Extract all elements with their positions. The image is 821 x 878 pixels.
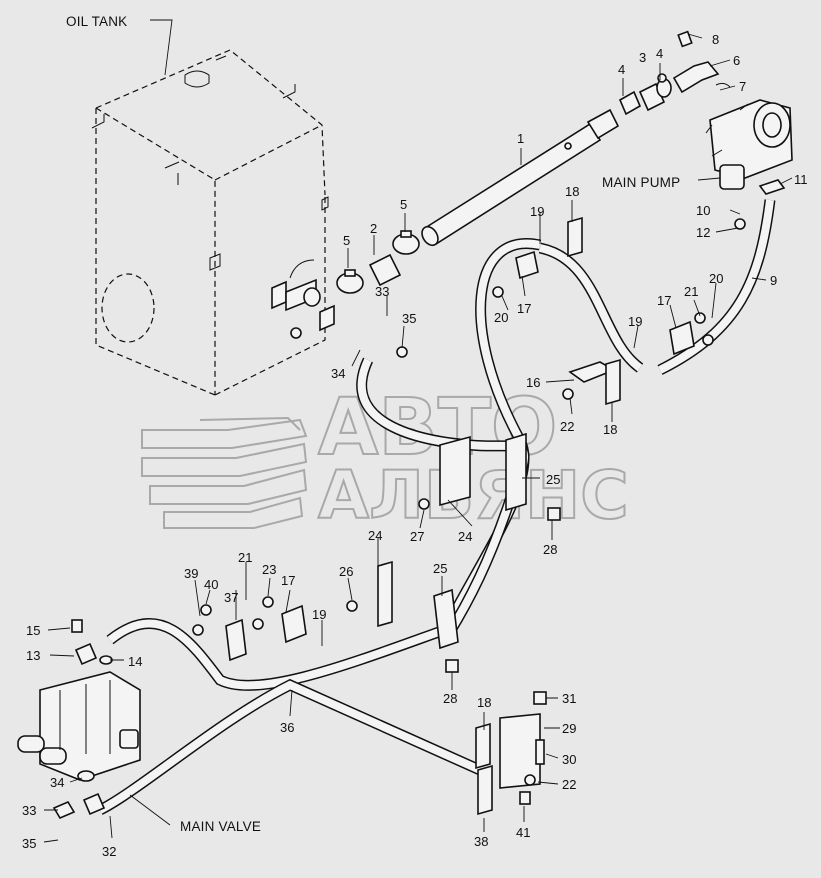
callout-12: 12: [696, 225, 710, 240]
callouts: 1 2 3 4 4 5 5 6 7 8 9 10 11 12 13 14 15 …: [22, 32, 808, 859]
callout-21-lower: 21: [238, 550, 252, 565]
caption-main-valve: MAIN VALVE: [180, 819, 261, 834]
callout-22-bottom: 22: [562, 777, 576, 792]
callout-6: 6: [733, 53, 740, 68]
callout-24-upper: 24: [368, 528, 382, 543]
callout-34-top: 34: [331, 366, 345, 381]
callout-35-bottom: 35: [22, 836, 36, 851]
bracket-18-top: [567, 216, 583, 258]
valve-hose-upper: [106, 617, 452, 691]
main-pump: [705, 99, 793, 195]
callout-9: 9: [770, 273, 777, 288]
clamp-17-top: [515, 250, 539, 280]
tank-suction-port: [271, 259, 335, 339]
callout-37: 37: [224, 590, 238, 605]
callout-19-lower: 19: [312, 607, 326, 622]
callout-17-right: 17: [657, 293, 671, 308]
callout-39: 39: [184, 566, 198, 581]
bracket-25-upper: [505, 432, 527, 512]
callout-28-upper: 28: [543, 542, 557, 557]
watermark-logo: [141, 416, 308, 529]
callout-33-top: 33: [375, 284, 389, 299]
callout-2: 2: [370, 221, 377, 236]
clamp-25-lower: [433, 588, 459, 650]
bracket-18-bottom: [475, 722, 491, 770]
callout-17-lower: 17: [281, 573, 295, 588]
callout-19-top: 19: [530, 204, 544, 219]
callout-40: 40: [204, 577, 218, 592]
callout-22-mid: 22: [560, 419, 574, 434]
callout-35-top: 35: [402, 311, 416, 326]
callout-32: 32: [102, 844, 116, 859]
callout-41: 41: [516, 825, 530, 840]
delivery-hose-mid: [538, 242, 644, 373]
callout-17-top: 17: [517, 301, 531, 316]
bolts-and-nuts: [192, 218, 746, 805]
hose-clamps-5: [336, 230, 420, 294]
callout-7: 7: [739, 79, 746, 94]
callout-1: 1: [517, 131, 524, 146]
caption-main-pump: MAIN PUMP: [602, 175, 680, 190]
main-valve: [17, 619, 141, 820]
callout-5-left: 5: [343, 233, 350, 248]
callout-4-left: 4: [618, 62, 625, 77]
callout-33-bottom: 33: [22, 803, 36, 818]
callout-25-upper: 25: [546, 472, 560, 487]
callout-14: 14: [128, 654, 142, 669]
watermark: АВТО АЛЬЯНС: [141, 382, 630, 535]
callout-27: 27: [410, 529, 424, 544]
callout-34-bottom: 34: [50, 775, 64, 790]
callout-20-top: 20: [494, 310, 508, 325]
callout-18-bottom: 18: [477, 695, 491, 710]
callout-36: 36: [280, 720, 294, 735]
callout-20-right: 20: [709, 271, 723, 286]
bracket-18-mid: [605, 358, 621, 406]
callout-24-lower: 24: [458, 529, 472, 544]
clamp-17-lower: [281, 604, 307, 644]
callout-10: 10: [696, 203, 710, 218]
callout-3: 3: [639, 50, 646, 65]
hose-2: [368, 253, 402, 287]
clamp-37: [225, 618, 247, 662]
callout-8: 8: [712, 32, 719, 47]
callout-38: 38: [474, 834, 488, 849]
callout-15: 15: [26, 623, 40, 638]
bracket-38: [477, 764, 493, 816]
bracket-29: [499, 713, 541, 789]
callout-4-right: 4: [656, 46, 663, 61]
caption-oil-tank: OIL TANK: [66, 14, 127, 29]
callout-5-right: 5: [400, 197, 407, 212]
callout-13: 13: [26, 648, 40, 663]
delivery-hose-9: [657, 199, 776, 375]
callout-26: 26: [339, 564, 353, 579]
callout-18-top: 18: [565, 184, 579, 199]
callout-19-right: 19: [628, 314, 642, 329]
callout-18-mid: 18: [603, 422, 617, 437]
clamp-17-right: [669, 320, 695, 356]
callout-21-right: 21: [684, 284, 698, 299]
suction-pipe: [421, 108, 620, 247]
callout-28-lower: 28: [443, 691, 457, 706]
callout-23: 23: [262, 562, 276, 577]
callout-31: 31: [562, 691, 576, 706]
bracket-24-upper: [439, 435, 471, 507]
watermark-text-bottom: АЛЬЯНС: [318, 457, 629, 534]
bracket-24-lower: [377, 560, 393, 628]
valve-hose-36: [97, 678, 483, 815]
leader-lines: [43, 19, 793, 843]
callout-11: 11: [794, 172, 808, 187]
callout-16: 16: [526, 375, 540, 390]
oil-tank: [91, 49, 329, 396]
callout-29: 29: [562, 721, 576, 736]
callout-25-lower: 25: [433, 561, 447, 576]
callout-30: 30: [562, 752, 576, 767]
